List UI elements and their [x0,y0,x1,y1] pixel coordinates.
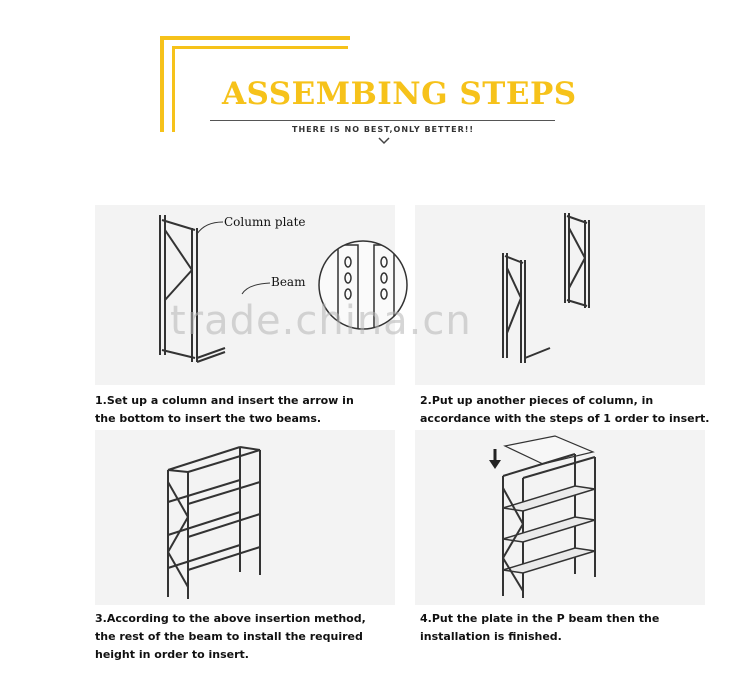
beam-pointer [241,282,271,295]
tagline: THERE IS NO BEST,ONLY BETTER!! [292,125,475,134]
step-4-rack-diagram [502,435,596,598]
column-plate-pointer [196,221,224,235]
title-frame-outer [160,36,350,132]
step-1-caption: 1.Set up a column and insert the arrow i… [95,394,354,425]
step-4-caption: 4.Put the plate in the P beam then the i… [420,612,660,643]
step-3-panel [95,430,395,605]
chevron-down-icon [378,137,390,145]
step-3-rack-diagram [167,446,261,599]
page-title: ASSEMBING STEPS [222,76,577,112]
column-plate-label: Column plate [224,215,306,229]
step-2-rack-diagram [502,213,590,363]
beam-label: Beam [271,275,306,289]
down-arrow-icon [489,449,501,469]
column-detail-zoom [318,240,408,330]
title-divider [210,120,555,121]
step-3-caption: 3.According to the above insertion metho… [95,612,366,661]
step-1-rack-diagram [159,215,226,363]
title-frame-inner [172,46,348,132]
step-2-panel [415,205,705,385]
step-2-caption: 2.Put up another pieces of column, in ac… [420,394,710,425]
watermark: trade.china.cn [170,298,472,344]
